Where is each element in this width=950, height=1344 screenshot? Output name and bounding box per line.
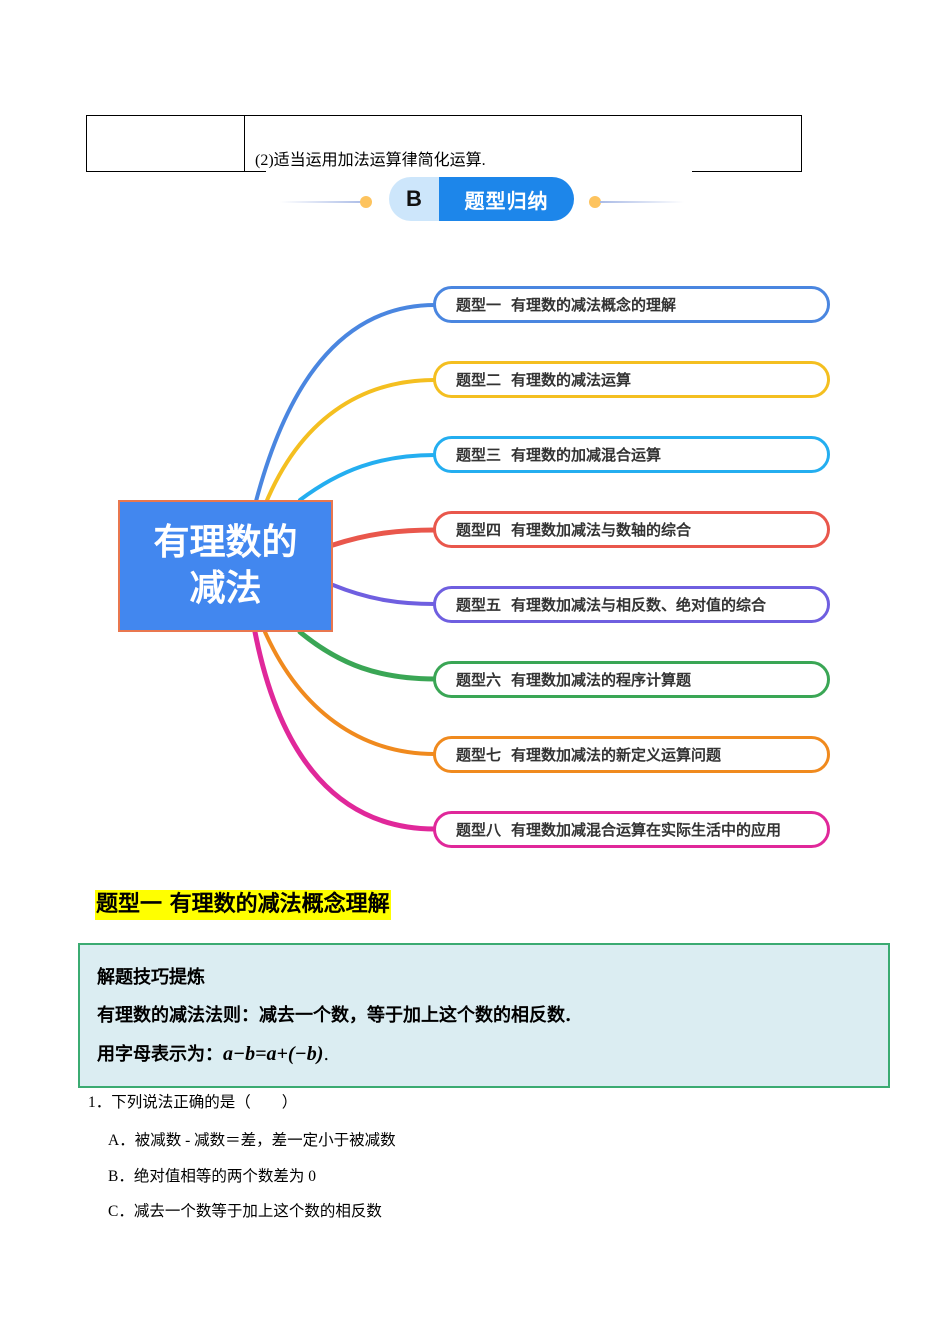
formula-suffix: . [323, 1044, 330, 1065]
center-node-line1: 有理数的 [153, 522, 298, 563]
mindmap-branch-5: 题型五 有理数加减法与相反数、绝对值的综合 [433, 586, 830, 623]
mindmap-connectors [252, 303, 438, 832]
mindmap-branch-2: 题型二 有理数的减法运算 [433, 361, 830, 398]
mindmap-branch-7: 题型七 有理数加减法的新定义运算问题 [433, 736, 830, 773]
table-border-gap [266, 168, 692, 176]
branch-title: 有理数的加减混合运算 [511, 446, 662, 464]
question-1: 1．下列说法正确的是（ ） A．被减数 - 减数＝差，差一定小于被减数 B．绝对… [88, 1093, 396, 1220]
mindmap-branch-4: 题型四 有理数加减法与数轴的综合 [433, 511, 830, 548]
question-stem: 1．下列说法正确的是（ ） [88, 1094, 298, 1111]
branch-title: 有理数加减法的新定义运算问题 [511, 746, 722, 764]
banner-line-left [280, 201, 366, 203]
section-heading: 题型一 有理数的减法概念理解 [95, 890, 391, 920]
table-column-divider [244, 116, 245, 171]
mindmap-branch-1: 题型一 有理数的减法概念的理解 [433, 286, 830, 323]
branch-code: 题型六 [456, 671, 502, 689]
banner-dot-left-icon [360, 196, 372, 208]
section-banner: B 题型归纳 [389, 177, 574, 221]
branch-code: 题型八 [456, 821, 502, 839]
tip-formula-line: 用字母表示为：a−b=a+(−b). [97, 1035, 888, 1074]
branch-title: 有理数加减混合运算在实际生活中的应用 [511, 821, 782, 839]
branch-code: 题型五 [456, 596, 502, 614]
branch-title: 有理数加减法的程序计算题 [511, 671, 692, 689]
option-c: C．减去一个数等于加上这个数的相反数 [108, 1203, 382, 1220]
formula: a−b=a+(−b) [223, 1043, 324, 1065]
banner-label: 题型归纳 [439, 177, 574, 221]
tip-box: 解题技巧提炼 有理数的减法法则：减去一个数，等于加上这个数的相反数. 用字母表示… [78, 943, 890, 1088]
branch-code: 题型一 [456, 296, 502, 314]
option-a: A．被减数 - 减数＝差，差一定小于被减数 [108, 1132, 396, 1149]
mindmap-branch-6: 题型六 有理数加减法的程序计算题 [433, 661, 830, 698]
mindmap-center-node: 有理数的 减法 [118, 500, 333, 632]
branch-title: 有理数加减法与数轴的综合 [511, 521, 692, 539]
mindmap-branch-8: 题型八 有理数加减混合运算在实际生活中的应用 [433, 811, 830, 848]
option-b: B．绝对值相等的两个数差为 0 [108, 1168, 316, 1185]
banner-dot-right-icon [589, 196, 601, 208]
table-cell-text: (2)适当运用加法运算律简化运算. [255, 152, 486, 169]
mindmap-branch-3: 题型三 有理数的加减混合运算 [433, 436, 830, 473]
tip-rule: 有理数的减法法则：减去一个数，等于加上这个数的相反数. [97, 1005, 572, 1026]
branch-title: 有理数加减法与相反数、绝对值的综合 [511, 596, 767, 614]
branch-code: 题型七 [456, 746, 502, 764]
center-node-line2: 减法 [189, 568, 262, 609]
banner-letter: B [389, 177, 439, 221]
branch-title: 有理数的减法概念的理解 [511, 296, 677, 314]
branch-code: 题型二 [456, 371, 502, 389]
banner-line-right [600, 201, 684, 203]
tip-title: 解题技巧提炼 [97, 967, 205, 988]
branch-code: 题型三 [456, 446, 502, 464]
branch-code: 题型四 [456, 521, 502, 539]
formula-prefix: 用字母表示为： [97, 1044, 223, 1065]
branch-title: 有理数的减法运算 [511, 371, 632, 389]
